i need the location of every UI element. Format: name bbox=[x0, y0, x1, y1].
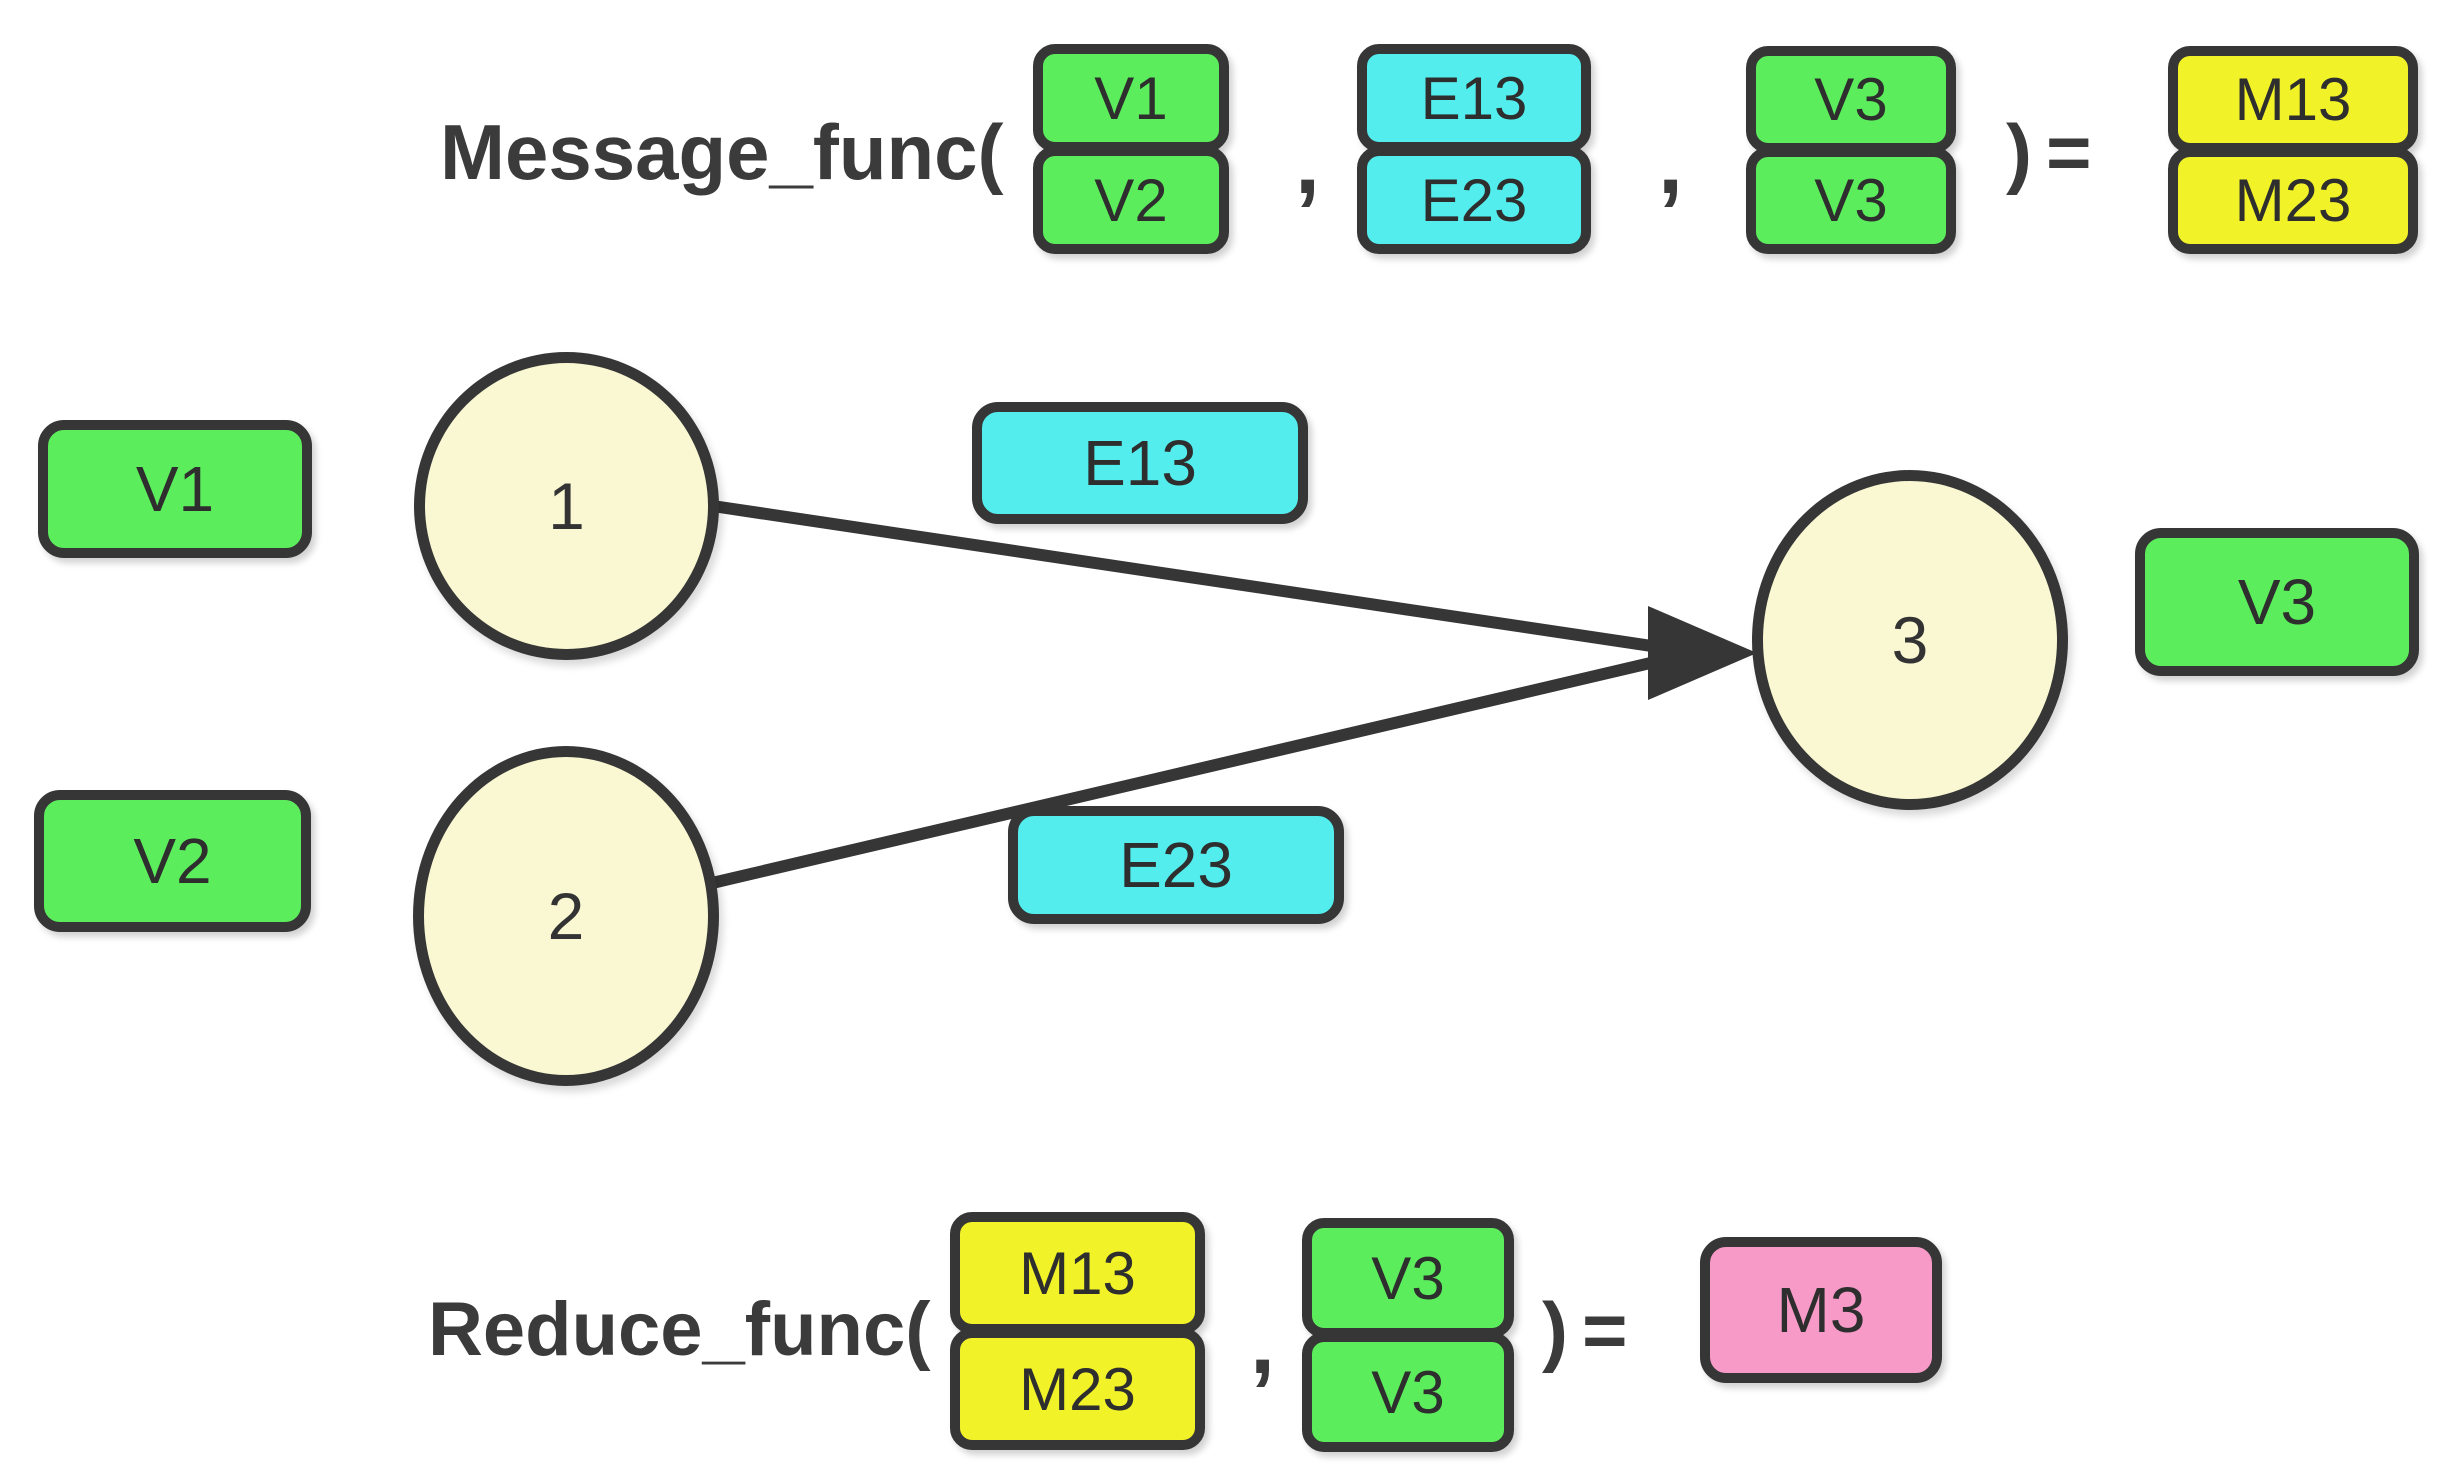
box-e23: E23 bbox=[1357, 146, 1591, 254]
box-m3-result: M3 bbox=[1700, 1237, 1942, 1383]
box-v3: V3 bbox=[1746, 147, 1956, 254]
box-e13: E13 bbox=[1357, 44, 1591, 152]
message-func-label: Message_func( bbox=[440, 108, 1004, 196]
reduce-arg-message-stack: M13 M23 bbox=[950, 1212, 1205, 1450]
edge-line-2-3 bbox=[706, 651, 1678, 890]
graph-node-1: 1 bbox=[414, 352, 719, 660]
box-m23: M23 bbox=[950, 1328, 1205, 1450]
message-arg-vertex-stack: V1 V2 bbox=[1033, 44, 1229, 254]
message-result-stack: M13 M23 bbox=[2168, 46, 2418, 254]
graph-box-v3: V3 bbox=[2135, 528, 2419, 676]
comma: , bbox=[1658, 113, 1684, 213]
message-func-equals: )= bbox=[2006, 108, 2106, 196]
message-arg-dstvertex-stack: V3 V3 bbox=[1746, 46, 1956, 254]
box-v2: V2 bbox=[1033, 146, 1229, 254]
graph-box-v1: V1 bbox=[38, 420, 312, 558]
graph-box-e23: E23 bbox=[1008, 806, 1344, 924]
graph-node-2: 2 bbox=[413, 746, 719, 1086]
box-m13: M13 bbox=[950, 1212, 1205, 1334]
box-v3: V3 bbox=[1302, 1218, 1514, 1338]
reduce-func-label: Reduce_func( bbox=[428, 1287, 931, 1372]
box-v3: V3 bbox=[1302, 1332, 1514, 1452]
box-m23: M23 bbox=[2168, 147, 2418, 254]
box-v3: V3 bbox=[1746, 46, 1956, 153]
graph-box-v2: V2 bbox=[34, 790, 311, 932]
reduce-arg-vertex-stack: V3 V3 bbox=[1302, 1218, 1514, 1452]
message-arg-edge-stack: E13 E23 bbox=[1357, 44, 1591, 254]
edge-line-1-3 bbox=[705, 499, 1673, 655]
comma: , bbox=[1250, 1293, 1276, 1393]
reduce-func-equals: )= bbox=[1542, 1286, 1642, 1374]
box-m13: M13 bbox=[2168, 46, 2418, 153]
arrowhead-icon bbox=[1648, 606, 1757, 700]
graph-node-3: 3 bbox=[1752, 470, 2068, 810]
box-v1: V1 bbox=[1033, 44, 1229, 152]
graph-box-e13: E13 bbox=[972, 402, 1308, 524]
comma: , bbox=[1295, 113, 1321, 213]
